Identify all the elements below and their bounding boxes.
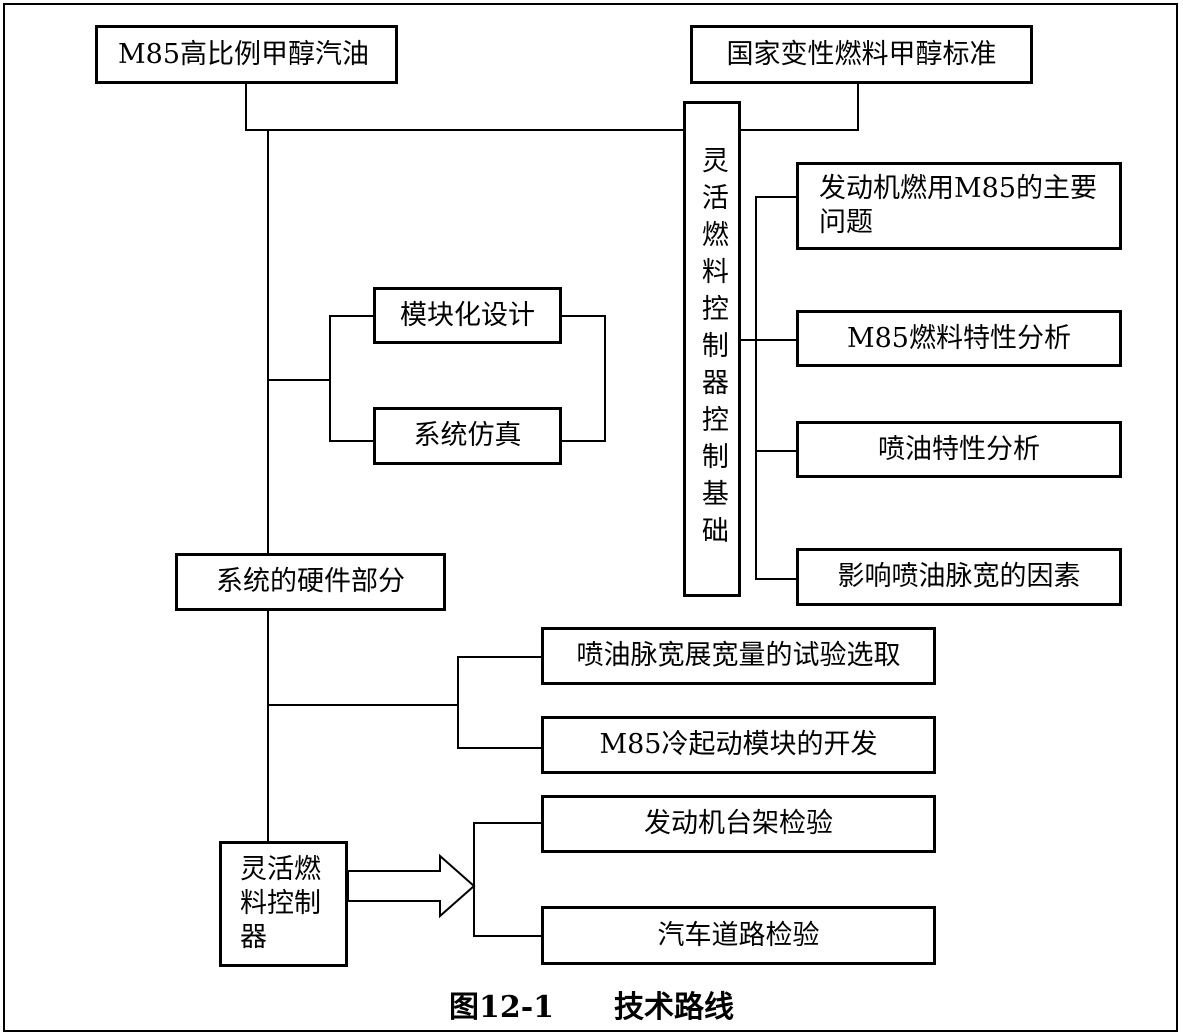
right-item-box-4: 影响喷油脉宽的因素	[796, 548, 1122, 606]
hardware-item-label-2: M85冷起动模块的开发	[599, 729, 878, 761]
right-item-label-1: 发动机燃用M85的主要问题	[819, 173, 1098, 238]
system-simulation-box: 系统仿真	[373, 407, 562, 465]
hollow-arrow-icon	[347, 853, 476, 919]
modular-design-box: 模块化设计	[373, 287, 562, 344]
line-top-left-down	[245, 84, 859, 131]
controller-box: 灵活燃料控制器	[219, 841, 348, 967]
hardware-item-box-1: 喷油脉宽展宽量的试验选取	[541, 627, 936, 685]
hardware-part-box: 系统的硬件部分	[175, 553, 446, 611]
figure-frame	[3, 3, 1178, 1032]
center-vertical-label: 灵活燃料控制器控制基础	[696, 145, 728, 553]
line-hardware-bracket	[457, 656, 541, 749]
right-item-box-3: 喷油特性分析	[796, 421, 1122, 478]
modular-design-label: 模块化设计	[400, 299, 535, 331]
line-test-bracket	[473, 822, 541, 937]
line-bracket-left	[329, 315, 373, 442]
line-bracket-right	[562, 315, 606, 442]
controller-label: 灵活燃料控制器	[240, 854, 321, 953]
right-item-box-1: 发动机燃用M85的主要问题	[796, 162, 1122, 250]
right-item-label-3: 喷油特性分析	[878, 433, 1040, 465]
top-left-label: M85高比例甲醇汽油	[118, 38, 370, 70]
hardware-part-label: 系统的硬件部分	[216, 566, 405, 598]
figure-caption: 图12-1 技术路线	[448, 990, 735, 1025]
center-vertical-box: 灵活燃料控制器控制基础	[683, 101, 741, 597]
top-right-box: 国家变性燃料甲醇标准	[690, 25, 1033, 84]
line-right-bracket	[755, 196, 796, 580]
hardware-item-label-1: 喷油脉宽展宽量的试验选取	[576, 640, 901, 672]
right-item-label-4: 影响喷油脉宽的因素	[837, 561, 1081, 593]
hardware-item-box-2: M85冷起动模块的开发	[541, 716, 936, 774]
system-simulation-label: 系统仿真	[413, 420, 522, 452]
top-right-label: 国家变性燃料甲醇标准	[726, 38, 997, 70]
test-item-label-2: 汽车道路检验	[657, 919, 820, 951]
test-item-box-2: 汽车道路检验	[541, 906, 936, 965]
test-item-label-1: 发动机台架检验	[644, 808, 833, 840]
top-left-box: M85高比例甲醇汽油	[95, 25, 398, 84]
test-item-box-1: 发动机台架检验	[541, 795, 936, 853]
right-item-box-2: M85燃料特性分析	[796, 310, 1122, 367]
right-item-label-2: M85燃料特性分析	[846, 322, 1071, 354]
